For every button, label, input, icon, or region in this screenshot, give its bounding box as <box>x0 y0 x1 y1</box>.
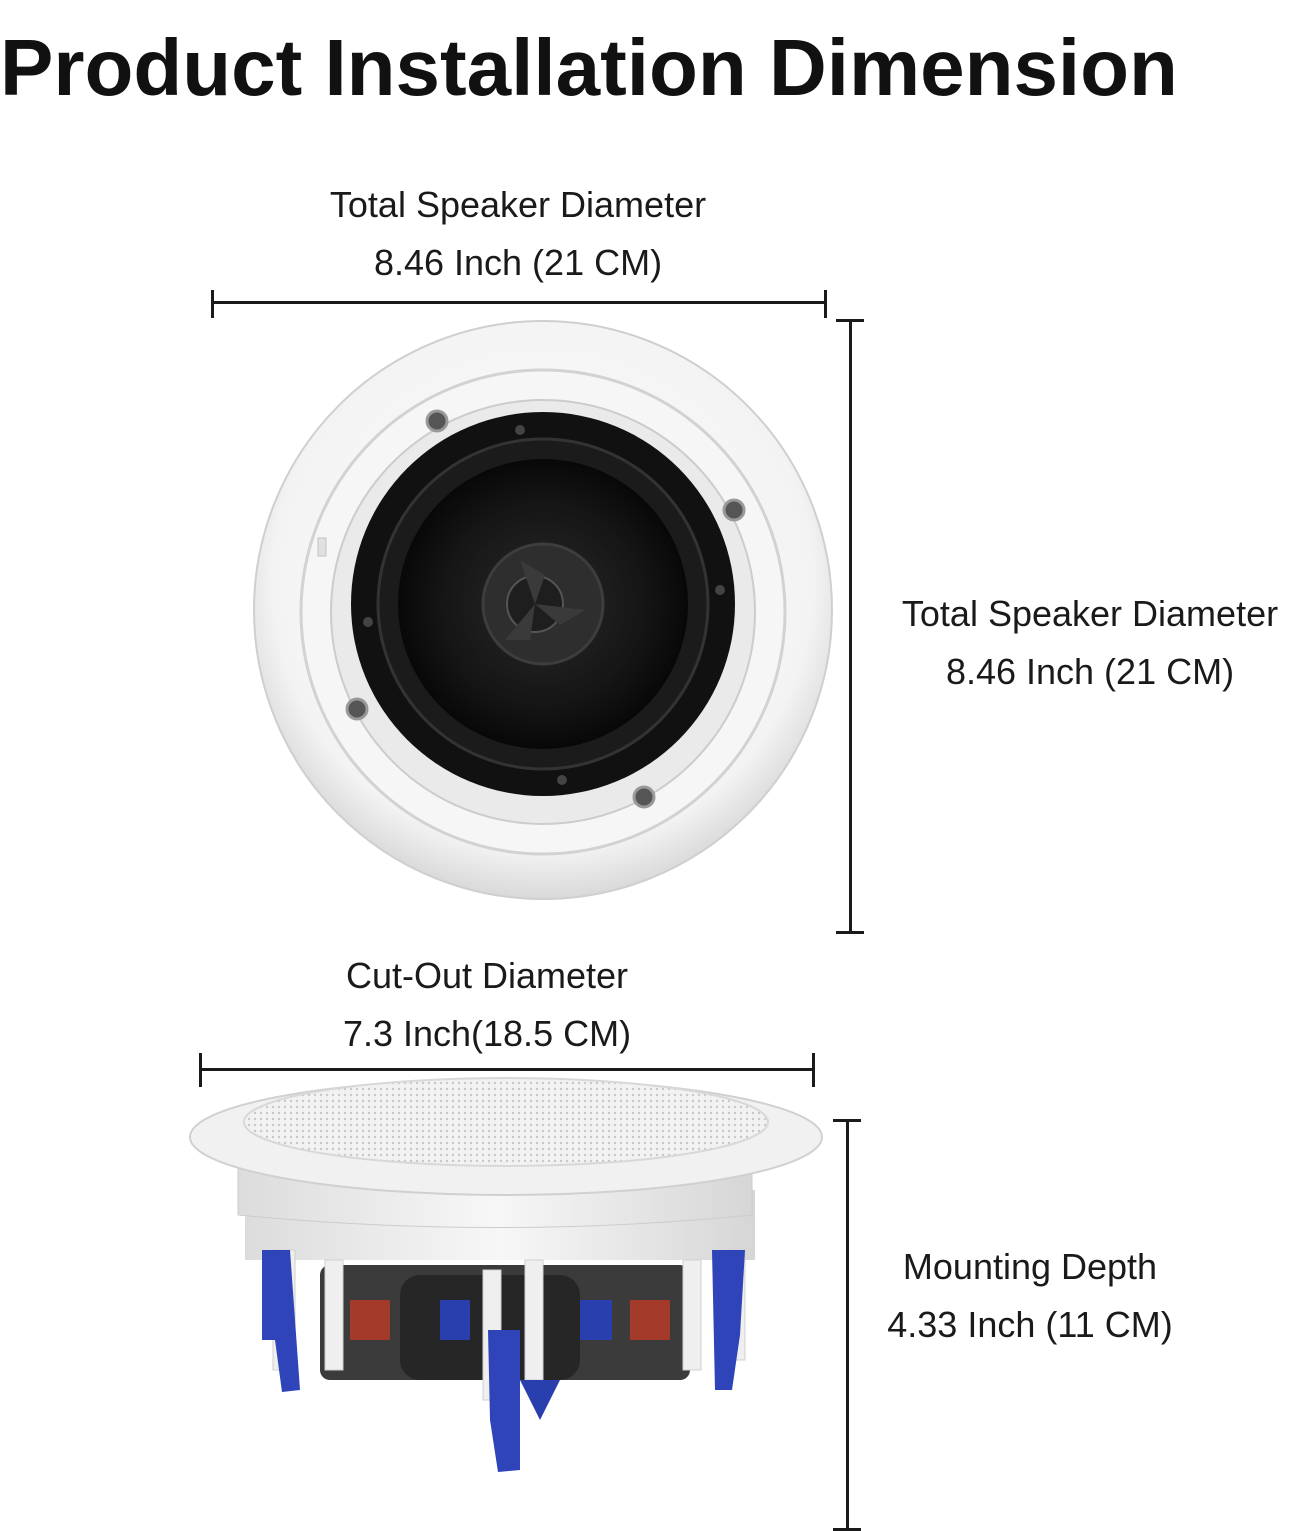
side-diameter-value: 8.46 Inch (21 CM) <box>945 651 1235 692</box>
top-width-dimension-line <box>212 301 826 304</box>
depth-dimension-line <box>846 1120 849 1530</box>
cutout-tick-right <box>812 1053 815 1087</box>
mounting-depth-value: 4.33 Inch (11 CM) <box>887 1304 1173 1345</box>
cutout-diameter-name: Cut-Out Diameter <box>345 955 629 996</box>
cutout-dimension-line <box>200 1068 814 1071</box>
cutout-diameter-label: Cut-Out Diameter 7.3 Inch(18.5 CM) <box>237 947 737 1063</box>
cutout-diameter-value: 7.3 Inch(18.5 CM) <box>342 1013 632 1054</box>
top-diameter-label: Total Speaker Diameter 8.46 Inch (21 CM) <box>268 176 768 292</box>
side-diameter-label: Total Speaker Diameter 8.46 Inch (21 CM) <box>885 585 1290 701</box>
mounting-depth-label: Mounting Depth 4.33 Inch (11 CM) <box>830 1238 1230 1354</box>
top-width-tick-right <box>824 290 827 318</box>
top-diameter-name: Total Speaker Diameter <box>329 184 707 225</box>
top-diameter-value: 8.46 Inch (21 CM) <box>373 242 663 283</box>
side-diameter-name: Total Speaker Diameter <box>901 593 1279 634</box>
side-height-tick-bottom <box>836 931 864 934</box>
top-width-tick-left <box>211 290 214 318</box>
cutout-tick-left <box>199 1053 202 1087</box>
side-height-dimension-line <box>849 320 852 933</box>
mounting-depth-name: Mounting Depth <box>902 1246 1158 1287</box>
speaker-side-view <box>189 1077 823 1472</box>
speaker-front-view <box>253 320 833 900</box>
side-height-tick-top <box>836 319 864 322</box>
page-title: Product Installation Dimension <box>0 23 1178 112</box>
depth-tick-top <box>833 1119 861 1122</box>
